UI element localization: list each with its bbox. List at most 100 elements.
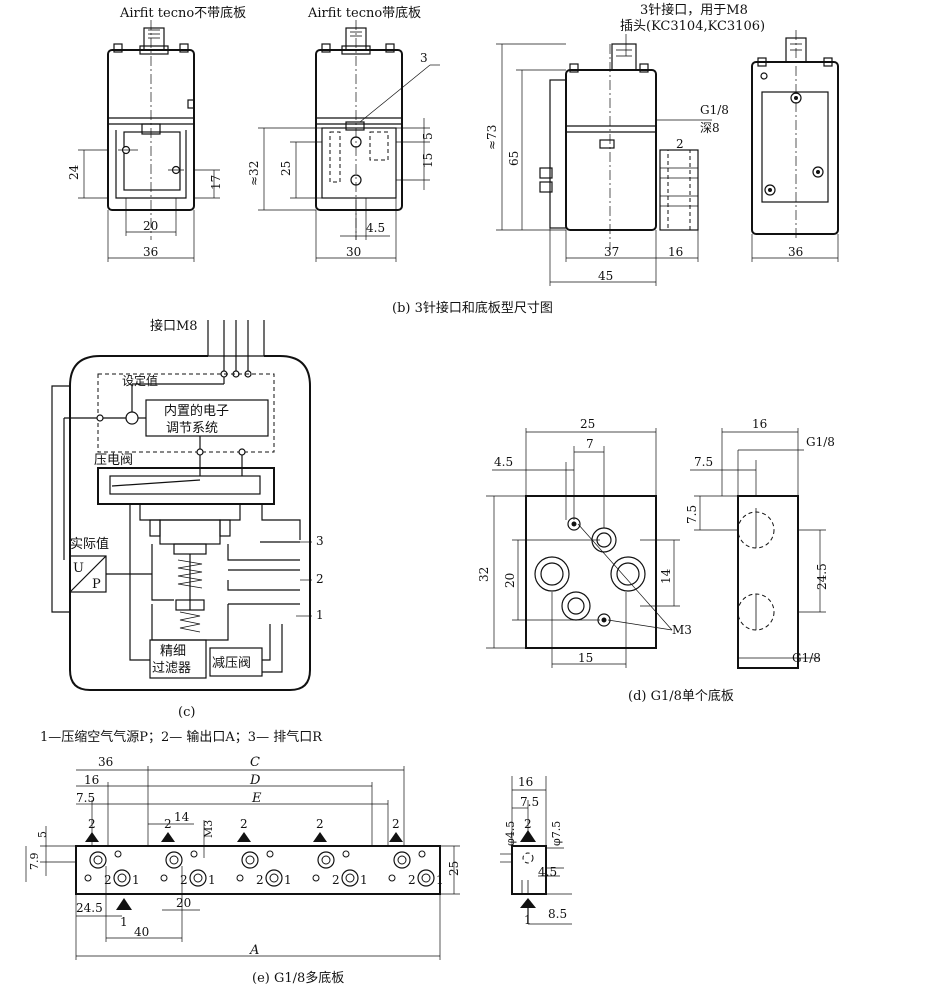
dim-g18: G1/8 [700,103,729,117]
dim-d-14: 14 [659,568,673,584]
dim-e-side-d4-5: φ4.5 [504,821,517,846]
port-3: 3 [316,534,324,548]
caption-d: (d) G1/8单个底板 [628,688,734,704]
mount-hole [190,850,198,858]
mount-hole [114,850,122,858]
port-1-side-label: 1 [284,873,292,887]
dim-e-side-7-5: 7.5 [520,795,539,809]
dim-e-side-4-5: 4.5 [538,865,557,879]
dim-e-E: E [251,791,262,806]
dim-d-24-5: 24.5 [815,563,829,590]
dim-d-20: 20 [503,573,517,588]
dim-d-m3: M3 [672,623,692,637]
port-2-hole-inner [169,855,179,865]
view-b4-back: 36 [751,30,839,262]
dim-37: 37 [604,245,619,259]
dim-e-7-5: 7.5 [76,791,95,805]
port-2-arrow [85,832,99,842]
port-1: 1 [316,608,324,622]
dim-15: 15 [421,153,435,168]
dim-d-g1: G1/8 [806,435,835,449]
label-filter-2: 过滤器 [152,661,191,676]
dim-e-24-5: 24.5 [76,901,103,915]
callout-3: 3 [420,51,428,65]
dim-d-32: 32 [477,567,491,582]
dim-5: 5 [421,132,435,140]
port-2-arrow [237,832,251,842]
view-b2-with-baseplate: Airfit tecno带底板 3 ≈32 25 5 15 4.5 30 [247,5,440,262]
port-2-hole-inner [93,855,103,865]
dim-17: 17 [209,175,223,190]
plate-d-front: 25 7 4.5 32 20 14 15 M3 [477,417,692,668]
port-2-side-label: 2 [332,873,340,887]
dim-d-7-5b: 7.5 [685,505,699,524]
port-2-label: 2 [316,817,324,831]
label-filter-1: 精细 [160,644,186,659]
port-1-arrow [116,898,132,910]
dim-24: 24 [67,164,81,180]
label-no-baseplate: Airfit tecno不带底板 [119,5,246,21]
dim-e-D: D [249,773,261,788]
dim-e-side-16: 16 [518,775,533,789]
mount-hole [418,850,426,858]
dim-e-side-d7-5: φ7.5 [550,821,563,846]
dim-36: 36 [143,245,158,259]
port-1-bottom-label: 1 [120,915,128,929]
dim-e-16: 16 [84,773,99,787]
port-1-hole-inner [117,873,127,883]
dim-e-20: 20 [176,896,191,910]
label-electronic-2: 调节系统 [166,421,218,436]
dim-d-g2: G1/8 [792,651,821,665]
port-2-arrow [389,832,403,842]
caption-b: (b) 3针接口和底板型尺寸图 [392,300,553,316]
dim-73: ≈73 [485,125,499,150]
dim-d-16: 16 [752,417,767,431]
label-reducer: 减压阀 [212,656,251,671]
dim-36b: 36 [788,245,803,259]
dim-e-14: 14 [174,810,190,824]
port-2-hole-inner [321,855,331,865]
port-2-arrow [161,832,175,842]
dim-20: 20 [143,219,158,233]
dim-32: ≈32 [247,161,261,186]
port-2-side-label: 2 [104,873,112,887]
label-setpoint: 设定值 [122,373,158,388]
port-2-label: 2 [392,817,400,831]
mount-hole [342,850,350,858]
dim-e-25: 25 [447,861,461,876]
dim-e-36: 36 [98,755,113,769]
dim-25: 25 [279,161,293,176]
dim-e-7-9: 7.9 [28,853,41,871]
port-1-side-label: 1 [132,873,140,887]
plate-e-front: A 36 C 16 D 7.5 E 5 7.9 25 24.5 40 20 14… [25,755,461,960]
port-2: 2 [316,572,324,586]
dim-45: 45 [598,269,613,283]
mount-hole [312,874,320,882]
port-1-side-label: 1 [360,873,368,887]
label-u: U [73,561,84,576]
label-actual: 实际值 [70,536,109,552]
dim-depth8: 深8 [700,121,720,135]
port-2-label: 2 [164,817,172,831]
port-1-hole-inner [269,873,279,883]
port-2-hole-inner [397,855,407,865]
label-plug: 插头(KC3104,KC3106) [620,19,765,34]
mount-hole [236,874,244,882]
view-b3-side: 3针接口，用于M8 插头(KC3104,KC3106) G1/8 深8 2 ≈7… [485,2,765,286]
mount-hole [84,874,92,882]
port-2-label: 2 [88,817,96,831]
port-2-hole-inner [245,855,255,865]
port-1-side-label: 1 [208,873,216,887]
dim-e-side-1: 1 [524,913,532,927]
port-2-label: 2 [240,817,248,831]
plate-e-side: 16 7.5 φ4.5 φ7.5 2 4.5 1 8.5 [500,775,572,927]
label-piezo: 压电阀 [94,453,133,468]
port-1-hole-inner [421,873,431,883]
dim-e-A: A [249,943,259,958]
dim-d-7: 7 [586,437,594,451]
port-1-side-label: 1 [436,873,444,887]
mount-hole [160,874,168,882]
dim-d-15: 15 [578,651,593,665]
